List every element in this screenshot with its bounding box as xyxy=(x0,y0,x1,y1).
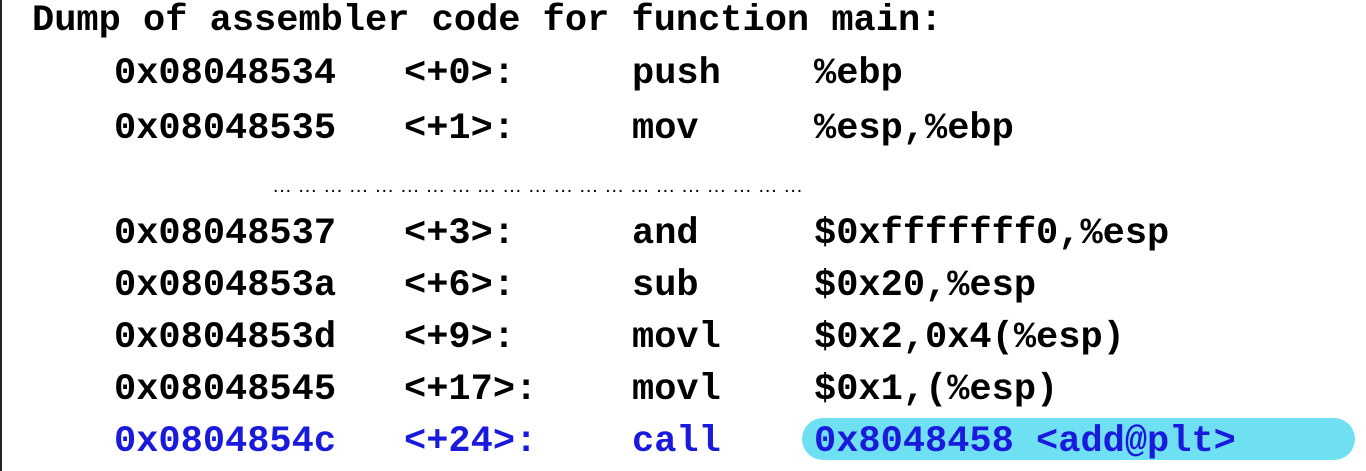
instruction-offset: <+9>: xyxy=(404,317,516,359)
instruction-offset: <+0>: xyxy=(404,53,516,95)
instruction-offset: <+3>: xyxy=(404,213,516,255)
disassembly-header: Dump of assembler code for function main… xyxy=(32,0,943,42)
instruction-mnemonic: and xyxy=(632,213,699,255)
instruction-operands: $0x2,0x4(%esp) xyxy=(814,317,1125,359)
instruction-mnemonic: push xyxy=(632,53,721,95)
instruction-mnemonic: sub xyxy=(632,265,699,307)
instruction-address: 0x08048535 xyxy=(114,108,337,150)
instruction-operands: %esp,%ebp xyxy=(814,108,1014,150)
instruction-address: 0x08048534 xyxy=(114,53,337,95)
instruction-address: 0x0804853d xyxy=(114,317,337,359)
instruction-offset: <+6>: xyxy=(404,265,516,307)
instruction-operands: $0x1,(%esp) xyxy=(814,369,1059,411)
instruction-offset: <+24>: xyxy=(404,421,538,463)
instruction-offset: <+17>: xyxy=(404,369,538,411)
instruction-offset: <+1>: xyxy=(404,108,516,150)
instruction-operands: $0x20,%esp xyxy=(814,265,1037,307)
instruction-address: 0x0804853a xyxy=(114,265,337,307)
instruction-operands: %ebp xyxy=(814,53,903,95)
call-target-operands: 0x8048458 <add@plt> xyxy=(814,421,1236,463)
instruction-mnemonic: call xyxy=(632,421,721,463)
instruction-address: 0x08048537 xyxy=(114,213,337,255)
instruction-address: 0x0804854c xyxy=(114,421,337,463)
instruction-address: 0x08048545 xyxy=(114,369,337,411)
instruction-operands: $0xfffffff0,%esp xyxy=(814,213,1170,255)
omitted-lines-ellipsis: … … … … … … … … … … … … … … … … … … … … … xyxy=(272,175,804,197)
instruction-mnemonic: mov xyxy=(632,108,699,150)
instruction-mnemonic: movl xyxy=(632,369,721,411)
instruction-mnemonic: movl xyxy=(632,317,721,359)
call-target-highlight xyxy=(802,418,1355,460)
